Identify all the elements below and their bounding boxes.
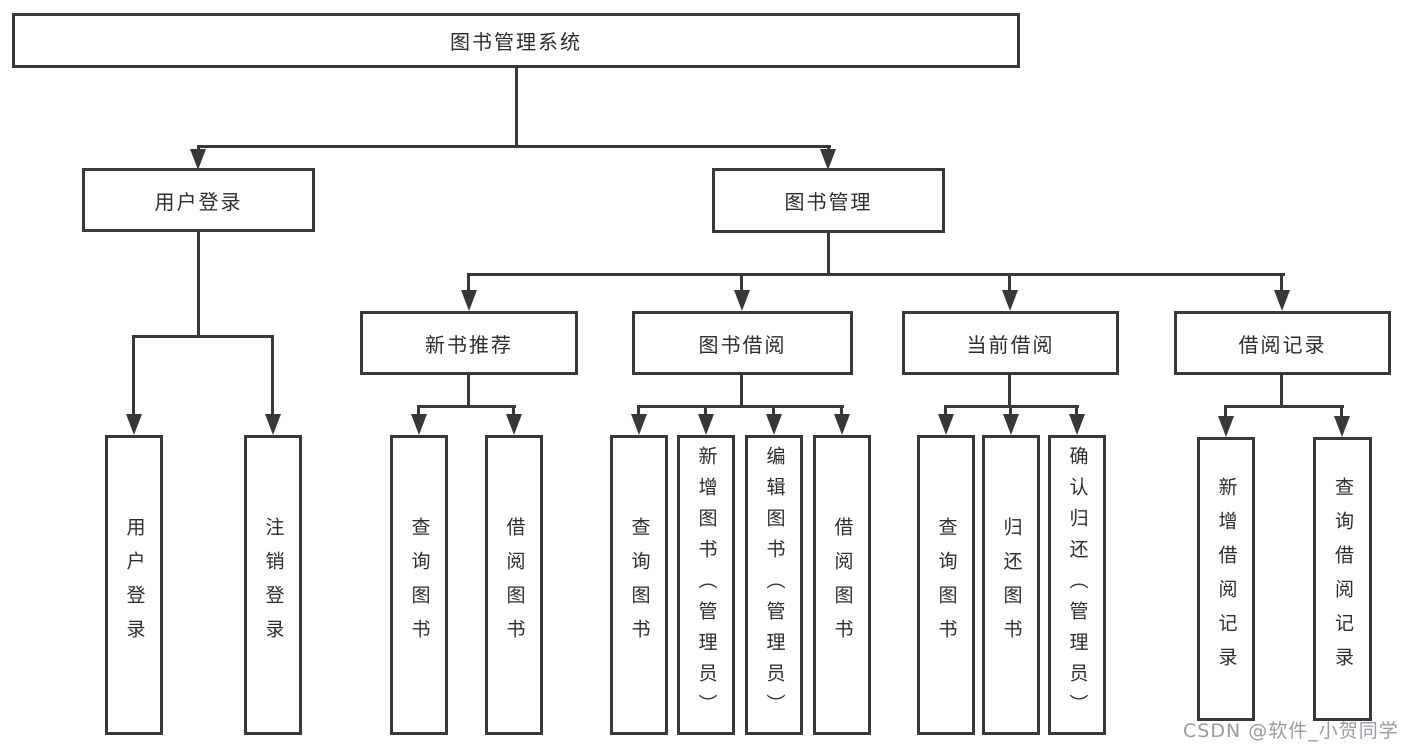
connector-drop-current-borrow xyxy=(1008,273,1011,293)
node-book-borrow: 图书借阅 xyxy=(632,311,853,375)
arrowhead-br-query xyxy=(1334,416,1350,437)
arrowhead-nbr-query xyxy=(411,414,427,435)
arrowhead-nbr-borrow xyxy=(506,414,522,435)
arrowhead-leaf-login xyxy=(126,414,142,435)
leaf-cb-confirm-return-admin: 确认归还（管理员） xyxy=(1048,435,1106,735)
arrowhead-borrow-record xyxy=(1274,290,1290,311)
leaf-cb-query-book: 查询图书 xyxy=(917,435,975,735)
connector-drop-book-borrow xyxy=(740,273,743,293)
connector-nbr-stem xyxy=(467,373,470,407)
arrowhead-book-borrow xyxy=(734,290,750,311)
connector-userlogin-bar xyxy=(132,335,274,338)
arrowhead-new-book xyxy=(461,290,477,311)
leaf-bb-query-book: 查询图书 xyxy=(610,435,668,735)
connector-bb-bar xyxy=(637,405,844,408)
connector-drop-bb-borrow xyxy=(840,405,843,417)
leaf-nbr-borrow-book: 借阅图书 xyxy=(485,435,543,735)
arrowhead-leaf-logout xyxy=(265,414,281,435)
arrowhead-book-mgmt xyxy=(820,149,836,170)
connector-nbr-bar xyxy=(417,405,516,408)
connector-root-bar xyxy=(197,145,831,148)
connector-drop-cb-query xyxy=(944,405,947,417)
leaf-logout: 注销登录 xyxy=(244,435,302,735)
leaf-bb-add-book-admin: 新增图书（管理员） xyxy=(677,435,735,735)
connector-root-stem xyxy=(515,66,518,146)
connector-drop-cb-return xyxy=(1009,405,1012,417)
arrowhead-user-login xyxy=(190,149,206,170)
leaf-br-add-record: 新增借阅记录 xyxy=(1197,437,1255,721)
node-user-login: 用户登录 xyxy=(82,168,315,232)
node-root: 图书管理系统 xyxy=(12,13,1020,68)
connector-drop-new-book xyxy=(467,273,470,293)
connector-br-bar xyxy=(1224,405,1344,408)
arrowhead-cb-confirm xyxy=(1069,414,1085,435)
node-borrow-record: 借阅记录 xyxy=(1174,311,1391,375)
leaf-user-login: 用户登录 xyxy=(105,435,163,735)
leaf-nbr-query-book: 查询图书 xyxy=(390,435,448,735)
arrowhead-current-borrow xyxy=(1002,290,1018,311)
leaf-br-query-record: 查询借阅记录 xyxy=(1313,437,1372,721)
csdn-watermark: CSDN @软件_小贺同学 xyxy=(1183,720,1399,742)
connector-drop-nbr-borrow xyxy=(512,405,515,417)
connector-drop-leaf-logout xyxy=(271,335,274,417)
arrowhead-bb-edit xyxy=(766,414,782,435)
connector-bookmgmt-bar xyxy=(467,273,1285,276)
connector-drop-bb-query xyxy=(637,405,640,417)
node-current-borrow: 当前借阅 xyxy=(902,311,1119,375)
connector-drop-leaf-login xyxy=(132,335,135,417)
connector-drop-bb-edit xyxy=(772,405,775,417)
connector-drop-borrow-record xyxy=(1280,273,1283,293)
arrowhead-bb-add xyxy=(698,414,714,435)
connector-bb-stem xyxy=(740,373,743,407)
connector-drop-br-add xyxy=(1224,405,1227,419)
leaf-bb-edit-book-admin: 编辑图书（管理员） xyxy=(745,435,803,735)
connector-cb-stem xyxy=(1008,373,1011,407)
connector-drop-bb-add xyxy=(704,405,707,417)
connector-userlogin-stem xyxy=(197,230,200,337)
connector-bookmgmt-stem xyxy=(827,231,830,275)
arrowhead-br-add xyxy=(1218,416,1234,437)
arrowhead-bb-borrow xyxy=(834,414,850,435)
connector-br-stem xyxy=(1280,373,1283,407)
node-new-book-recommend: 新书推荐 xyxy=(360,311,578,375)
leaf-bb-borrow-book: 借阅图书 xyxy=(813,435,871,735)
connector-drop-nbr-query xyxy=(417,405,420,417)
leaf-cb-return-book: 归还图书 xyxy=(982,435,1040,735)
arrowhead-cb-query xyxy=(938,414,954,435)
arrowhead-cb-return xyxy=(1003,414,1019,435)
connector-drop-cb-confirm xyxy=(1075,405,1078,417)
node-book-management: 图书管理 xyxy=(712,168,945,233)
arrowhead-bb-query xyxy=(631,414,647,435)
connector-drop-br-query xyxy=(1340,405,1343,419)
